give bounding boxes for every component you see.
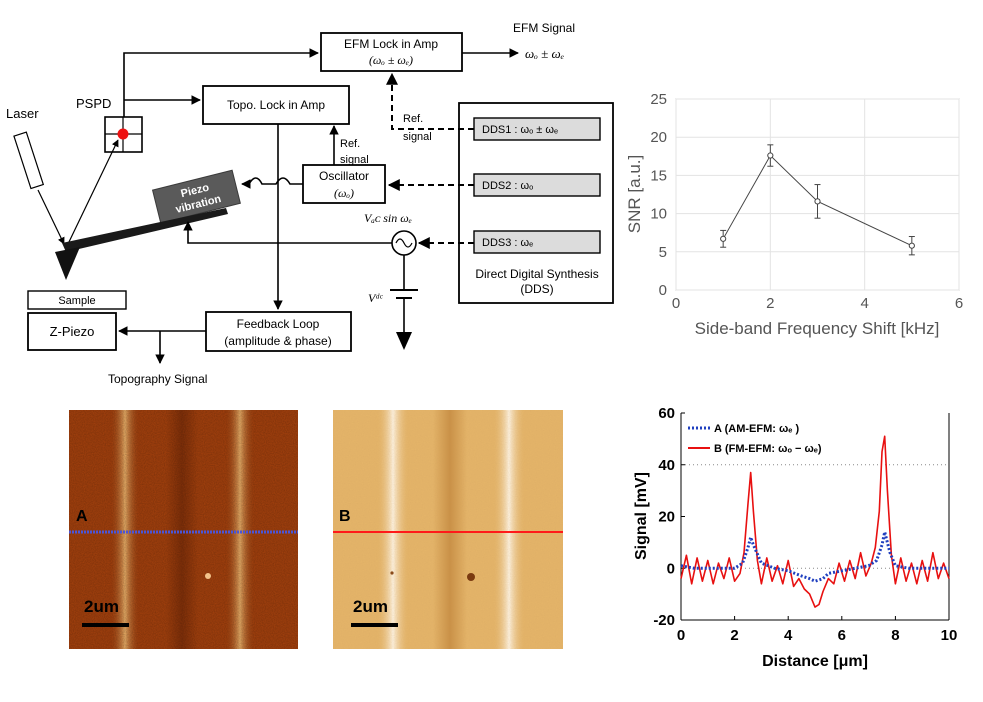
signal-x-axis-label: Distance [μm] [762, 653, 868, 670]
cantilever [62, 208, 228, 252]
snr-x-tick-label: 2 [766, 295, 774, 312]
svg-text:Direct Digital Synthesis: Direct Digital Synthesis [475, 267, 598, 281]
signal-series [680, 435, 950, 608]
image-a-label: A [76, 508, 88, 525]
signal-y-axis-label: Signal [mV] [633, 472, 650, 560]
image-b-scale-label: 2um [353, 597, 388, 616]
sample-box [27, 290, 127, 310]
svg-text:(amplitude & phase): (amplitude & phase) [224, 334, 331, 348]
signal-x-tick-label: 8 [891, 627, 899, 644]
signal-y-tick-label: 0 [667, 560, 675, 577]
signal-y-tick-label: 40 [658, 457, 675, 474]
laser-spot [117, 128, 129, 140]
snr-y-tick-label: 15 [650, 167, 667, 184]
laser-beam [37, 189, 65, 245]
svg-text:(ωₒ): (ωₒ) [334, 186, 354, 200]
snr-data-point [908, 242, 915, 249]
snr-y-tick-label: 5 [659, 244, 667, 261]
svg-text:EFM Lock in Amp: EFM Lock in Amp [344, 37, 438, 51]
legend-label-b: B (FM-EFM: ωₒ − ωₑ) [714, 443, 822, 455]
svg-text:Z-Piezo: Z-Piezo [50, 324, 95, 339]
surface-particle [205, 573, 211, 579]
svg-text:signal: signal [340, 154, 369, 166]
snr-x-axis-label: Side-band Frequency Shift [kHz] [695, 319, 940, 338]
snr-y-tick-label: 10 [650, 206, 667, 223]
snr-y-tick-label: 25 [650, 91, 667, 108]
signal-reference-lines [681, 464, 949, 569]
signal-x-tick-label: 4 [784, 627, 793, 644]
piezo-vibration: Piezo vibration [151, 169, 241, 224]
svg-text:Ref.: Ref. [340, 138, 360, 150]
svg-text:Ref.: Ref. [403, 113, 423, 125]
surface-particle [467, 573, 475, 581]
signal-y-tick-label: 60 [658, 405, 675, 422]
svg-text:Oscillator: Oscillator [319, 169, 369, 183]
signal-x-tick-label: 6 [838, 627, 846, 644]
svg-text:Topo. Lock in Amp: Topo. Lock in Amp [227, 98, 325, 112]
efm-signal-formula: ωₒ ± ωₑ [525, 46, 564, 61]
pspd-label: PSPD [76, 96, 111, 111]
dds-block [458, 102, 614, 304]
svg-text:DDS1 : ωₒ ± ωₑ: DDS1 : ωₒ ± ωₑ [482, 124, 558, 136]
series-a-line [680, 530, 949, 583]
snr-series-line [722, 154, 913, 247]
legend-label-a: A (AM-EFM: ωₑ ) [714, 423, 799, 435]
afm-image-a: A 2um [69, 410, 298, 649]
signal-x-tick-label: 0 [677, 627, 685, 644]
signal-x-tick-label: 2 [730, 627, 738, 644]
schematic-diagram: Laser PSPD EFM Lock in Amp (ωₒ ± ωₑ) EFM… [6, 21, 614, 386]
efm-lock-in-amp [320, 32, 463, 72]
snr-grid [675, 98, 960, 291]
snr-y-axis-label: SNR [a.u.] [625, 155, 644, 233]
efm-signal-label: EFM Signal [513, 21, 575, 35]
afm-tip [55, 247, 80, 280]
snr-chart: 0 2 4 6 0 5 10 15 20 25 Side-band Frequency Shift… [625, 91, 963, 338]
z-piezo-box [27, 312, 117, 351]
svg-text:(DDS): (DDS) [520, 282, 553, 296]
snr-data-point [767, 152, 774, 159]
snr-ticks: 0 2 4 6 0 5 10 15 20 25 [650, 91, 963, 312]
snr-series [720, 144, 915, 256]
signal-legend: A (AM-EFM: ωₑ ) B (FM-EFM: ωₒ − ωₑ) [688, 423, 822, 455]
signal-y-tick-label: 20 [658, 509, 675, 526]
snr-data-point [814, 198, 821, 205]
svg-text:Sample: Sample [58, 295, 95, 307]
surface-particle [390, 571, 394, 575]
svg-text:Feedback Loop: Feedback Loop [237, 317, 320, 331]
snr-y-tick-label: 20 [650, 129, 667, 146]
laser-label: Laser [6, 106, 39, 121]
snr-y-tick-label: 0 [659, 282, 667, 299]
afm-image-b: B 2um [333, 410, 563, 649]
topography-signal-label: Topography Signal [108, 372, 207, 386]
image-b-label: B [339, 508, 351, 525]
topo-lock-in-amp [202, 85, 350, 125]
laser-emitter [13, 131, 45, 190]
reflected-beam [67, 139, 119, 245]
snr-x-tick-label: 4 [860, 295, 868, 312]
ground-arrow [396, 332, 412, 350]
signal-y-tick-label: -20 [653, 612, 675, 629]
svg-text:signal: signal [403, 131, 432, 143]
vac-label: Vₐᴄ sin ωₑ [364, 211, 412, 225]
signal-x-tick-label: 10 [941, 627, 958, 644]
svg-text:DDS3 : ωₑ: DDS3 : ωₑ [482, 237, 533, 249]
svg-text:(ωₒ ± ωₑ): (ωₒ ± ωₑ) [369, 53, 413, 67]
image-a-scale-label: 2um [84, 597, 119, 616]
svg-text:DDS2 : ωₒ: DDS2 : ωₒ [482, 180, 533, 192]
snr-x-tick-label: 0 [672, 295, 680, 312]
snr-x-tick-label: 6 [955, 295, 963, 312]
snr-data-point [720, 235, 727, 242]
vdc-label: Vᵈᶜ [368, 291, 383, 305]
series-b-line [680, 435, 950, 608]
